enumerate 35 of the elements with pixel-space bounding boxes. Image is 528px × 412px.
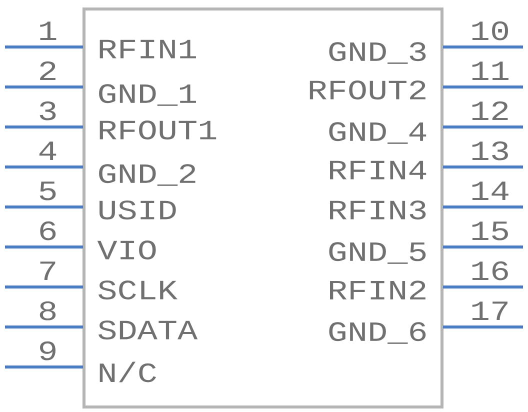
pin-number: 12: [472, 101, 508, 120]
pin-number: 11: [472, 62, 508, 80]
pin-number: 4: [39, 142, 56, 160]
pin-name: GND_6: [329, 322, 426, 344]
pin-number: 7: [40, 262, 56, 280]
pin-name: RFOUT1: [100, 120, 216, 140]
pin-name: SCLK: [98, 280, 178, 300]
pin-name: N/C: [100, 362, 156, 382]
pin-number: 8: [40, 301, 56, 320]
pin-name: RFIN3: [330, 200, 426, 220]
pin-name: SDATA: [98, 320, 198, 340]
pin-number: 6: [40, 221, 56, 240]
pin-name: GND_3: [329, 42, 426, 64]
pin-number: 1: [40, 22, 56, 40]
pin-name: RFIN4: [330, 160, 426, 180]
pin-name: GND_4: [329, 122, 426, 144]
pin-name: RFIN1: [100, 40, 196, 58]
pin-number: 15: [472, 222, 508, 240]
pin-number: 13: [472, 141, 508, 160]
pin-number: 9: [40, 341, 56, 360]
chip-body: [82, 8, 444, 408]
pin-name: USID: [100, 200, 176, 220]
pin-name: RFOUT2: [310, 80, 426, 100]
pin-number: 5: [40, 182, 56, 200]
pin-name: GND_5: [329, 242, 426, 264]
pin-number: 16: [472, 261, 508, 280]
pin-number: 14: [472, 182, 508, 200]
pin-name: RFIN2: [330, 280, 426, 300]
pin-number: 17: [472, 302, 508, 320]
pin-name: GND_1: [99, 84, 196, 106]
pin-name: VIO: [97, 240, 156, 260]
pin-number: 3: [40, 101, 56, 120]
pin-number: 10: [472, 21, 508, 40]
pin-name: GND_2: [99, 164, 196, 186]
pin-number: 2: [40, 61, 56, 80]
